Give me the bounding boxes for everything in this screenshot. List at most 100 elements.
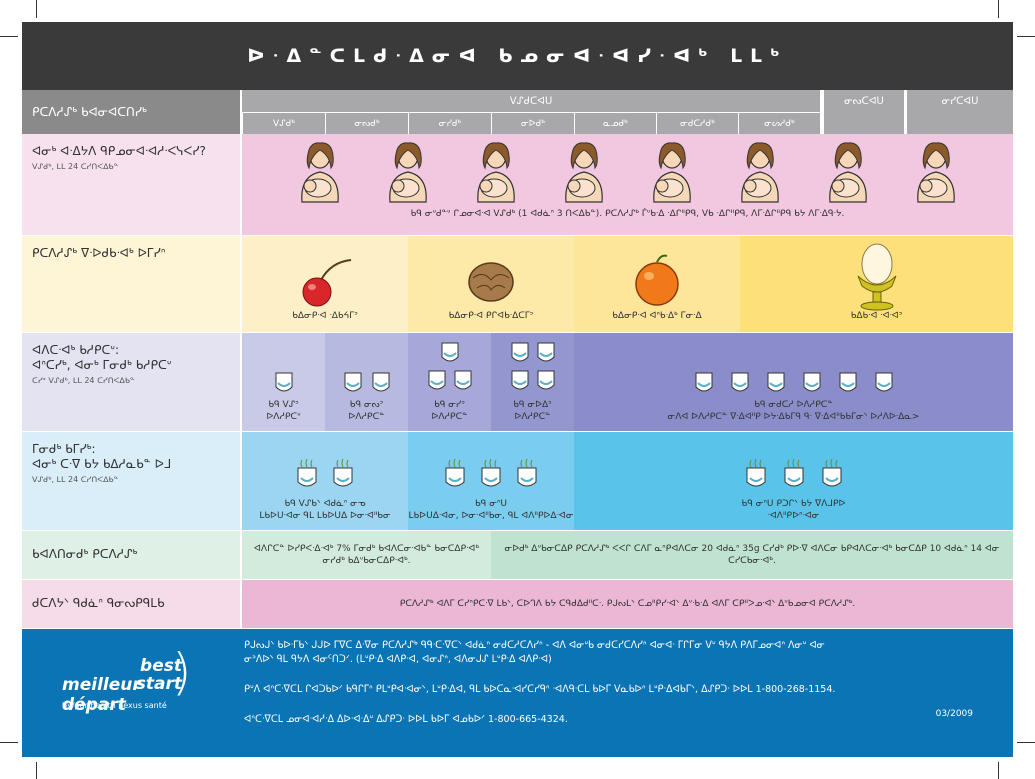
logo-health-nexus: by/par health nexus santé xyxy=(62,701,167,710)
walnut-icon xyxy=(468,262,514,302)
header-left-label: ᑭᑕᐱᓱᔑᒃ ᑲᐊᓂᐊᑕᑎᓯᒃ xyxy=(22,90,240,134)
footer-paragraph-1b: ᓂᐣᐱᐅᐠ ᑫᒪ ᑫᔭᐱ ᐊᓂᑦᑎᑐᐟ. (ᒪᐡᑭᐧᐃ ᐊᐱᑭᐧᐊ, ᐊᓂᔑᐢ,… xyxy=(244,654,552,665)
stool-diaper-icons-1 xyxy=(242,458,408,490)
dirty-diaper-icon xyxy=(445,458,465,487)
cherry-icon-wrap xyxy=(242,258,408,308)
row5-label: ᑲᐊᐱᑎᓂᑯᒃ ᑭᑕᐱᓱᔑᒃ xyxy=(22,531,240,579)
header-week-5: ᓇᓄᑯᒃ xyxy=(574,113,656,134)
print-date: 03/2009 xyxy=(935,709,973,719)
logo-meilleur-depart: meilleur départ xyxy=(62,675,141,715)
breastfeeding-mother-icon xyxy=(740,142,779,203)
header-week-6: ᓂᑯᑕᓱᑯᒃ xyxy=(656,113,738,134)
row3-caption-4: ᑲᑫ ᓂᐅᐃᐣ ᐅᐱᓱᑭᑕᓐ xyxy=(513,400,552,422)
row4-cell-2: ᑲᑫ ᓂᐢᑌ ᒪᑲᐅᑌᐃᐧᐊᓂ, ᐅᓂᐧᐊᐦᑲᓂ, ᑫᒪ ᐊᐱᐦᑭᐅᐃᐧᐊᓂ xyxy=(408,432,574,530)
row-stomach-size: ᑭᑕᐱᓱᔑᒃ ᐁᐧᐅᑯᑲᐧᐊᒃ ᐅᒥᓯᐢ ᑲᐃᓂᑭᐧᐊ ᐧᐃᑲᔦᒥᐣ ᑲᐃᓂᑭᐧ… xyxy=(22,236,1013,332)
row2-caption-4: ᑲᐃᑲᐧᐊ ᐧᐊᐧᐊᐣ xyxy=(850,311,903,321)
row2-cell-walnut: ᑲᐃᓂᑭᐧᐊ ᑭᒋᐊᑲᐧᐃᑕᒥᐣ xyxy=(408,236,574,332)
row3-caption-1: ᑲᑫ ᐯᔑᐣ ᐅᐱᓱᑭᑕᐡ xyxy=(266,400,301,422)
breastfeeding-mother-icon xyxy=(388,142,427,203)
header-week-3: ᓂᓯᑯᒃ xyxy=(408,113,491,134)
diaper-icons-3 xyxy=(425,341,475,393)
diaper-icons-5 xyxy=(574,371,1013,395)
apricot-icon xyxy=(635,254,679,306)
dirty-diaper-icon xyxy=(517,458,537,487)
row4-cell-3: ᑲᑫ ᓂᐢᑌ ᑭᑐᒋᐠ ᑲᔭ ᐁᐱᒧᑭᐅ ᐧᐊᐱᐦᑭᐅᐢᐧᐊᓂ xyxy=(574,432,1013,530)
row-dirty-diapers: ᒥᓂᑯᒃ ᑲᒥᓯᒃ: ᐊᓂᒃ ᑕᐧᐁ ᑲᔭ ᑲᐃᓱᓇᑲᓐ ᐅᒧ ᐯᔑᑯᒃ, ᒪᒪ… xyxy=(22,432,1013,530)
row4-title2: ᐊᓂᒃ ᑕᐧᐁ ᑲᔭ ᑲᐃᓱᓇᑲᓐ ᐅᒧ xyxy=(32,457,172,471)
row-health-check: ᑯᑕᐱᔭᐠ ᑫᑯᓈᐢ ᑫᓂᔓᑭᑫᒪᑲ ᑭᑕᐱᓱᔑᒃ ᐊᐱᒥ ᑕᓯᐢᑭᑕᐧᐁ ᒪᑲ… xyxy=(22,580,1013,628)
breastfeeding-mother-icon xyxy=(476,142,515,203)
row1-caption: ᑲᑫ ᓂᐡᑯᓐᐡ ᒋᓄᓂᐊᐧᐊ ᐯᔑᑯᒃ (1 ᐊᑯᓈᐢ 3 ᑎᐸᐃᑲᓐ). ᑭ… xyxy=(410,209,845,219)
wet-diaper-icon xyxy=(511,370,529,390)
row3-subtitle: ᑕᓯᐣ ᐯᔑᑯᒃ, ᒪᒪ 24 ᑕᓯᑎᐸᐃᑲᓐ xyxy=(32,376,135,385)
breastfeeding-mother-icon xyxy=(916,142,955,203)
row4-title: ᒥᓂᑯᒃ ᑲᒥᓯᒃ: xyxy=(32,442,96,456)
wet-diaper-icon xyxy=(731,372,748,392)
header-month-2: ᓂᔓᑕᐊᑌ xyxy=(822,90,904,134)
row3-cell-5: ᑲᑫ ᓂᑯᑕᓱ ᐅᐱᓱᑭᑕᓐ ᓂᐱᐊ ᐅᐱᓱᑭᑕᓐ ᐁᐧᐃᐊᐦᑭ ᐅᔭᐧᐃᑲᒥᑫ… xyxy=(574,333,1013,431)
egg-icon-wrap xyxy=(740,242,1013,312)
dirty-diaper-icon xyxy=(481,458,501,487)
breastfeeding-mother-icon xyxy=(828,142,867,203)
walnut-icon-wrap xyxy=(408,256,574,306)
wet-diaper-icon xyxy=(767,372,784,392)
row2-label: ᑭᑕᐱᓱᔑᒃ ᐁᐧᐅᑯᑲᐧᐊᒃ ᐅᒥᓯᐢ xyxy=(22,236,240,332)
stool-diaper-icons-2 xyxy=(408,458,574,490)
row-weight: ᑲᐊᐱᑎᓂᑯᒃ ᑭᑕᐱᓱᔑᒃ ᐊᐱᒋᑕᓐ ᐅᓯᑭᐸᐧᐃᐧᐊᒃ 7% ᒥᓂᑯᒃ ᑲ… xyxy=(22,531,1013,579)
egg-cup-icon xyxy=(857,243,896,311)
row3-label: ᐊᐱᑕᐧᐊᒃ ᑲᓱᑭᑕᐡ: ᐊᐢᑕᓯᒃ, ᐊᓂᒃ ᒥᓂᑯᒃ ᑲᓱᑭᑕᐡ ᑕᓯᐣ … xyxy=(22,333,240,431)
wet-diaper-icon xyxy=(511,342,529,362)
header-month-3: ᓂᓯᑕᐊᑌ xyxy=(905,90,1013,134)
row2-title: ᑭᑕᐱᓱᔑᒃ ᐁᐧᐅᑯᑲᐧᐊᒃ ᐅᒥᓯᐢ xyxy=(32,246,166,260)
footer-paragraph-2: ᑭᐡᐱ ᐊᐢᑕᐧᐁᑕᒪ ᒋᐊᑐᑲᐅᐟ ᑲᑫᒋᒥᐢ ᑭᒪᐡᑭᐊᐧᐊᓂᐠ, ᒪᐡᑭᐧ… xyxy=(244,684,836,695)
row5-cell-2: ᓂᐅᑯᒃ ᐃᐡᑲᓂᑕᐃᑭ ᑭᑕᐱᓱᔑᒃ ᐸᐸᒋ ᑕᐱᒥ ᓇᐢᑭᐊᐱᑕᓂ 20 ᐊ… xyxy=(491,531,1013,579)
row3-title2: ᐊᐢᑕᓯᒃ, ᐊᓂᒃ ᒥᓂᑯᒃ ᑲᓱᑭᑕᐡ xyxy=(32,358,172,372)
row6-caption: ᑭᑕᐱᓱᔑᒃ ᐊᐱᒥ ᑕᓯᐢᑭᑕᐧᐁ ᒪᑲᐠ, ᑕᐅᒉᐱ ᑲᔭ ᑕᑫᑯᐃᑯᐦᑕᐧ… xyxy=(399,599,856,609)
header-week-7: ᓂᔕᓱᑯᒃ xyxy=(738,113,820,134)
row2-caption-2: ᑲᐃᓂᑭᐧᐊ ᑭᒋᐊᑲᐧᐃᑕᒥᐣ xyxy=(448,311,534,321)
row6-label: ᑯᑕᐱᔭᐠ ᑫᑯᓈᐢ ᑫᓂᔓᑭᑫᒪᑲ xyxy=(22,580,240,628)
header-group-weeks: ᐯᔑᑯᑕᐊᑌ xyxy=(242,90,820,112)
header-week-4: ᓂᐅᑯᒃ xyxy=(491,113,574,134)
row4-caption-1: ᑲᑫ ᐯᔑᑲᐠ ᐊᑯᓈᐢ ᓂᓀ ᒪᑲᐅᑌᐧᐊᓂ ᑫᒪ ᒪᑲᐅᑌᐃ ᐅᓂᐧᐊᐦᑲᓂ xyxy=(259,499,391,521)
row2-cell-egg: ᑲᐃᑲᐧᐊ ᐧᐊᐧᐊᐣ xyxy=(740,236,1013,332)
page-title: ᐅᐧᐃᓐᑕᒪᑯᐧᐃᓂᐊ ᑲᓄᓂᐊᐧᐊᓯᐧᐊᒃ ᒪᒪᒃ xyxy=(22,22,1013,90)
wet-diaper-icon xyxy=(441,342,459,362)
row2-caption-3: ᑲᐃᓂᑭᐧᐊ ᐊᐢᑲᐧᐃᒃ ᒥᓂᐧᐃ xyxy=(612,311,702,321)
breastfeeding-mother-icon xyxy=(564,142,603,203)
row5-caption-1: ᐊᐱᒋᑕᓐ ᐅᓯᑭᐸᐧᐃᐧᐊᒃ 7% ᒥᓂᑯᒃ ᑲᐊᐱᑕᓂᐧᐊᑲᓐ ᑲᓂᑕᐃᑭᐧ… xyxy=(253,544,480,566)
wet-diaper-icon xyxy=(428,370,446,390)
row6-title: ᑯᑕᐱᔭᐠ ᑫᑯᓈᐢ ᑫᓂᔓᑭᑫᒪᑲ xyxy=(32,596,165,610)
stool-diaper-icons-3 xyxy=(574,458,1013,490)
row1-subtitle: ᐯᔑᑯᒃ, ᒪᒪ 24 ᑕᓯᑎᐸᐃᑲᓐ xyxy=(32,162,119,171)
wet-diaper-icon xyxy=(372,372,389,392)
wet-diaper-icon xyxy=(839,372,856,392)
diaper-icons-4 xyxy=(508,341,558,393)
footer: best start meilleur départ ) by/par heal… xyxy=(22,629,1013,757)
header-week-1: ᐯᔑᑯᒃ xyxy=(242,113,325,134)
row1-content: ᑲᑫ ᓂᐡᑯᓐᐡ ᒋᓄᓂᐊᐧᐊ ᐯᔑᑯᒃ (1 ᐊᑯᓈᐢ 3 ᑎᐸᐃᑲᓐ). ᑭ… xyxy=(242,134,1013,235)
row5-title: ᑲᐊᐱᑎᓂᑯᒃ ᑭᑕᐱᓱᔑᒃ xyxy=(32,547,138,561)
row1-title: ᐊᓂᒃ ᐊᐧᐃᔭᐱ ᑫᑭᓄᓂᐊᐧᐊᓱᐧᐸᓭᐸᓯ? xyxy=(32,144,206,158)
row6-cell: ᑭᑕᐱᓱᔑᒃ ᐊᐱᒥ ᑕᓯᐢᑭᑕᐧᐁ ᒪᑲᐠ, ᑕᐅᒉᐱ ᑲᔭ ᑕᑫᑯᐃᑯᐦᑕᐧ… xyxy=(242,580,1013,628)
row3-cell-3: ᑲᑫ ᓂᓯᐣ ᐅᐱᓱᑭᑕᓐ xyxy=(408,333,491,431)
wet-diaper-icon xyxy=(454,370,472,390)
row-wet-diapers: ᐊᐱᑕᐧᐊᒃ ᑲᓱᑭᑕᐡ: ᐊᐢᑕᓯᒃ, ᐊᓂᒃ ᒥᓂᑯᒃ ᑲᓱᑭᑕᐡ ᑕᓯᐣ … xyxy=(22,333,1013,431)
row2-cell-apricot: ᑲᐃᓂᑭᐧᐊ ᐊᐢᑲᐧᐃᒃ ᒥᓂᐧᐃ xyxy=(574,236,740,332)
row5-cell-1: ᐊᐱᒋᑕᓐ ᐅᓯᑭᐸᐧᐃᐧᐊᒃ 7% ᒥᓂᑯᒃ ᑲᐊᐱᑕᓂᐧᐊᑲᓐ ᑲᓂᑕᐃᑭᐧ… xyxy=(242,531,491,579)
row3-cell-1: ᑲᑫ ᐯᔑᐣ ᐅᐱᓱᑭᑕᐡ xyxy=(242,333,325,431)
logo-brace-icon: ) xyxy=(172,643,192,701)
breastfeeding-icons xyxy=(242,142,1013,204)
dirty-diaper-icon xyxy=(333,458,353,487)
row1-label: ᐊᓂᒃ ᐊᐧᐃᔭᐱ ᑫᑭᓄᓂᐊᐧᐊᓱᐧᐸᓭᐸᓯ? ᐯᔑᑯᒃ, ᒪᒪ 24 ᑕᓯᑎ… xyxy=(22,134,240,235)
row4-caption-2: ᑲᑫ ᓂᐢᑌ ᒪᑲᐅᑌᐃᐧᐊᓂ, ᐅᓂᐧᐊᐦᑲᓂ, ᑫᒪ ᐊᐱᐦᑭᐅᐃᐧᐊᓂ xyxy=(408,499,574,521)
row3-caption-2: ᑲᑫ ᓂᔓᐣ ᐅᐱᓱᑭᑕᓐ xyxy=(348,400,385,422)
diaper-icons-1 xyxy=(242,371,325,395)
breastfeeding-mother-icon xyxy=(300,142,339,203)
wet-diaper-icon xyxy=(537,370,555,390)
row4-label: ᒥᓂᑯᒃ ᑲᒥᓯᒃ: ᐊᓂᒃ ᑕᐧᐁ ᑲᔭ ᑲᐃᓱᓇᑲᓐ ᐅᒧ ᐯᔑᑯᒃ, ᒪᒪ… xyxy=(22,432,240,530)
breastfeeding-mother-icon xyxy=(652,142,691,203)
wet-diaper-icon xyxy=(803,372,820,392)
dirty-diaper-icon xyxy=(297,458,317,487)
dirty-diaper-icon xyxy=(822,458,841,487)
